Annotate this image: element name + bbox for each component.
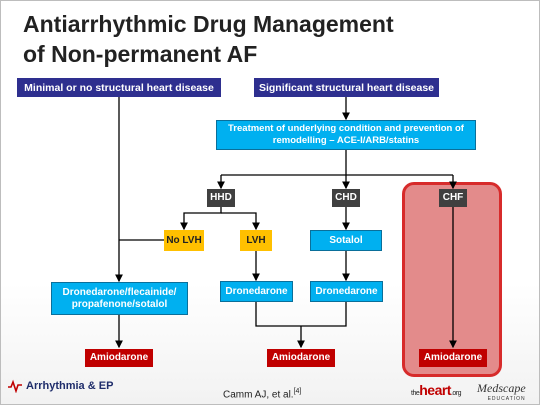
node-lvh: LVH (240, 230, 272, 251)
node-dronedarone-combo-line2: propafenone/sotalol (71, 298, 168, 310)
node-chd: CHD (332, 189, 360, 207)
arrhythmia-ep-label: Arrhythmia & EP (26, 380, 114, 392)
node-dronedarone-2: Dronedarone (310, 281, 383, 302)
node-treatment-line1: Treatment of underlying condition and pr… (228, 123, 464, 134)
medscape-sub: EDUCATION (487, 396, 526, 402)
node-treatment-line2: remodelling – ACE-I/ARB/statins (272, 135, 420, 146)
node-minimal-disease: Minimal or no structural heart disease (17, 78, 221, 97)
node-hhd: HHD (207, 189, 235, 207)
edge-drone-merge (255, 302, 347, 327)
node-amiodarone-1: Amiodarone (85, 349, 153, 367)
edge-hhd-to-lvh (221, 212, 260, 231)
node-amiodarone-3: Amiodarone (419, 349, 487, 367)
heart-rhythm-icon (8, 379, 22, 393)
edge-hhd-to-nolvh (180, 207, 222, 231)
page-title: Antiarrhythmic Drug Management of Non-pe… (23, 9, 394, 69)
node-dronedarone-combo: Dronedarone/flecainide/ propafenone/sota… (51, 282, 188, 315)
citation: Camm AJ, et al.[4] (223, 388, 301, 400)
theheart-main: heart (419, 382, 451, 398)
theheart-org-logo: theheart.org (411, 382, 462, 398)
node-chf: CHF (439, 189, 467, 207)
citation-text: Camm AJ, et al. (223, 389, 294, 401)
node-amiodarone-2: Amiodarone (267, 349, 335, 367)
citation-ref: [4] (293, 388, 302, 395)
theheart-org: .org (450, 390, 462, 397)
node-sotalol: Sotalol (310, 230, 382, 251)
arrhythmia-ep-logo: Arrhythmia & EP (7, 379, 113, 393)
node-significant-disease: Significant structural heart disease (254, 78, 439, 97)
node-dronedarone-1: Dronedarone (220, 281, 293, 302)
node-dronedarone-combo-line1: Dronedarone/flecainide/ (62, 286, 177, 298)
title-line-2: of Non-permanent AF (23, 41, 258, 67)
node-no-lvh: No LVH (164, 230, 204, 251)
medscape-name: Medscape (477, 381, 526, 395)
theheart-the: the (411, 390, 420, 397)
medscape-logo: Medscape EDUCATION (477, 381, 526, 402)
node-treatment: Treatment of underlying condition and pr… (216, 120, 476, 150)
title-line-1: Antiarrhythmic Drug Management (23, 11, 394, 37)
